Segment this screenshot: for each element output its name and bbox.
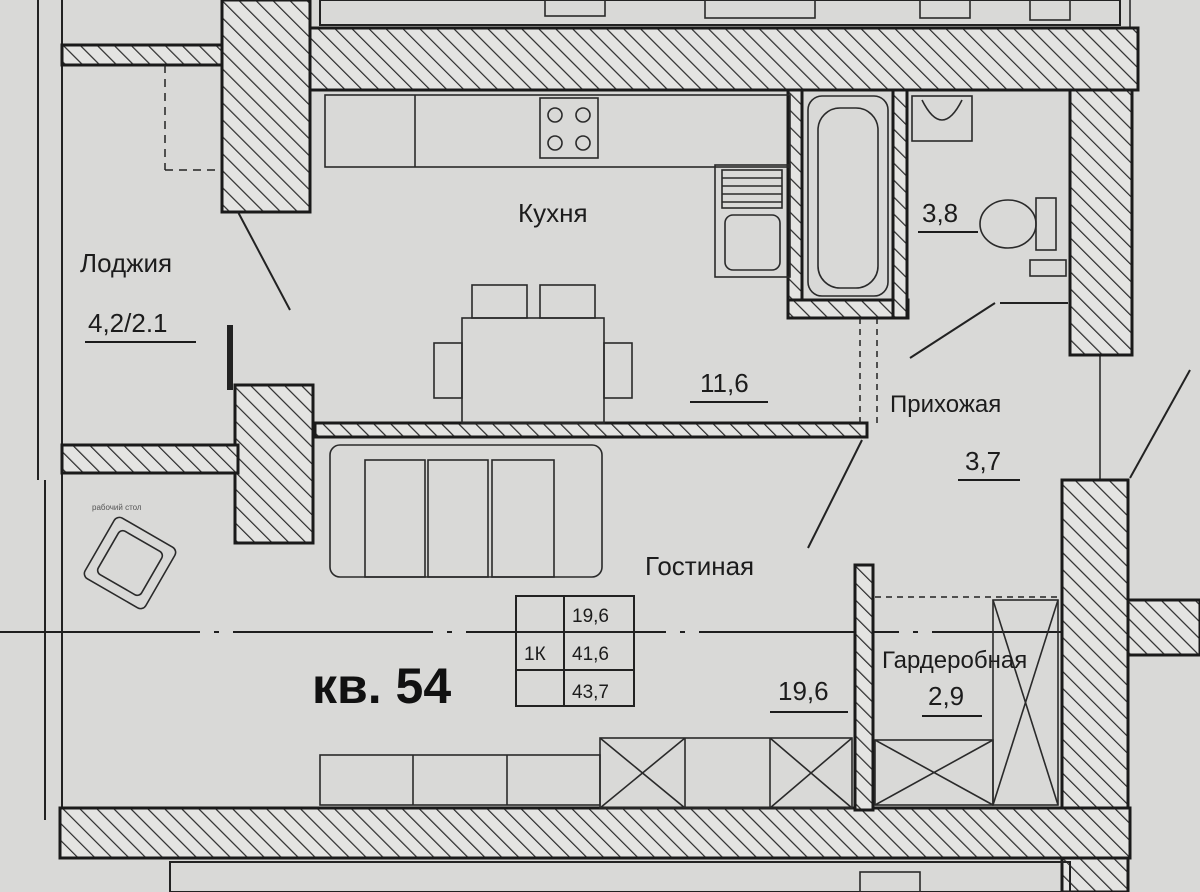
room-name-hallway: Прихожая xyxy=(890,391,1001,418)
walls xyxy=(58,0,1200,892)
room-area-wardrobe: 2,9 xyxy=(928,681,964,711)
doors xyxy=(227,211,1191,549)
table-type: 1К xyxy=(524,644,546,665)
room-area-hallway: 3,7 xyxy=(965,446,1001,476)
apartment-title: кв. 54 xyxy=(312,658,451,714)
table-living-area: 19,6 xyxy=(572,606,609,627)
room-area-living: 19,6 xyxy=(778,676,829,706)
area-table xyxy=(515,595,635,707)
room-area-loggia: 4,2/2.1 xyxy=(88,308,168,338)
room-name-living: Гостиная xyxy=(645,551,754,581)
neighbor-bottom xyxy=(169,861,1071,892)
bathroom-fixtures xyxy=(807,95,1068,359)
room-name-wardrobe: Гардеробная xyxy=(882,647,1027,674)
room-name-loggia: Лоджия xyxy=(80,248,172,278)
room-area-kitchen: 11,6 xyxy=(700,368,749,398)
table-area-no-loggia: 41,6 xyxy=(572,644,609,665)
room-name-kitchen: Кухня xyxy=(518,198,588,228)
exterior-lines xyxy=(37,0,1131,892)
apartment-info: кв. 54 1К 19,6 41,6 43,7 xyxy=(312,595,635,714)
wardrobe-furniture xyxy=(874,596,1062,806)
room-area-bathroom: 3,8 xyxy=(922,198,958,228)
room-labels: Лоджия 4,2/2.1 Кухня 11,6 3,8 Прихожая 3… xyxy=(80,198,1027,717)
workplace-note: рабочий стол xyxy=(92,503,142,512)
neighbor-top xyxy=(319,0,1121,26)
loggia-furniture: рабочий стол xyxy=(83,503,177,610)
living-furniture xyxy=(319,444,853,809)
table-total-area: 43,7 xyxy=(572,682,609,703)
kitchen-furniture xyxy=(324,94,791,424)
